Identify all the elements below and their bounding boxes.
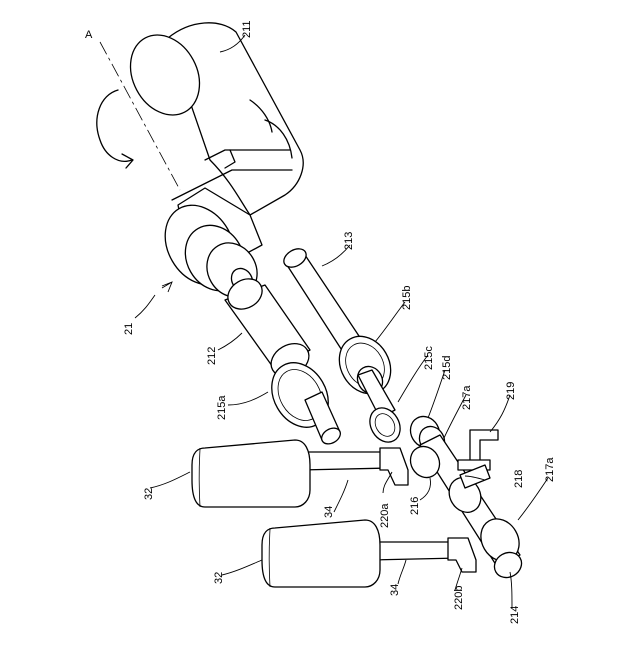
axis-label: A — [85, 29, 93, 41]
bracket-219 — [458, 430, 498, 470]
label-drum-upper: 32 — [143, 488, 155, 500]
drum-shaft-lower — [370, 542, 460, 560]
drum-lower — [262, 520, 380, 587]
label-gear-215c: 215c — [423, 346, 435, 370]
drum-upper — [192, 440, 310, 507]
label-pin: 218 — [513, 470, 525, 488]
label-countershaft: 213 — [343, 232, 355, 250]
label-motor: 211 — [241, 20, 253, 38]
label-coupler-220a: 220a — [379, 503, 391, 528]
gear-215c — [364, 402, 406, 447]
label-clutch-upper: 217a — [461, 385, 473, 410]
label-shaft-end: 214 — [509, 606, 521, 624]
label-bracket: 219 — [505, 382, 517, 400]
label-coupling: 216 — [409, 497, 421, 515]
coupler-220b — [448, 538, 476, 572]
label-drum-lower: 32 — [213, 572, 225, 584]
drum-shaft-upper — [300, 452, 390, 470]
label-gear-215b: 215b — [401, 286, 413, 310]
label-drum-shaft-lower: 34 — [389, 584, 401, 596]
label-gear-215d: 215d — [441, 356, 453, 380]
label-coupler-220b: 220b — [453, 586, 465, 610]
label-drum-shaft-upper: 34 — [323, 506, 335, 518]
label-output-shaft: 212 — [206, 347, 218, 365]
coupler-220a — [380, 448, 408, 485]
label-clutch-lower: 217a — [544, 457, 556, 482]
label-unit: 21 — [123, 323, 135, 335]
label-gear-215a: 215a — [216, 395, 228, 420]
